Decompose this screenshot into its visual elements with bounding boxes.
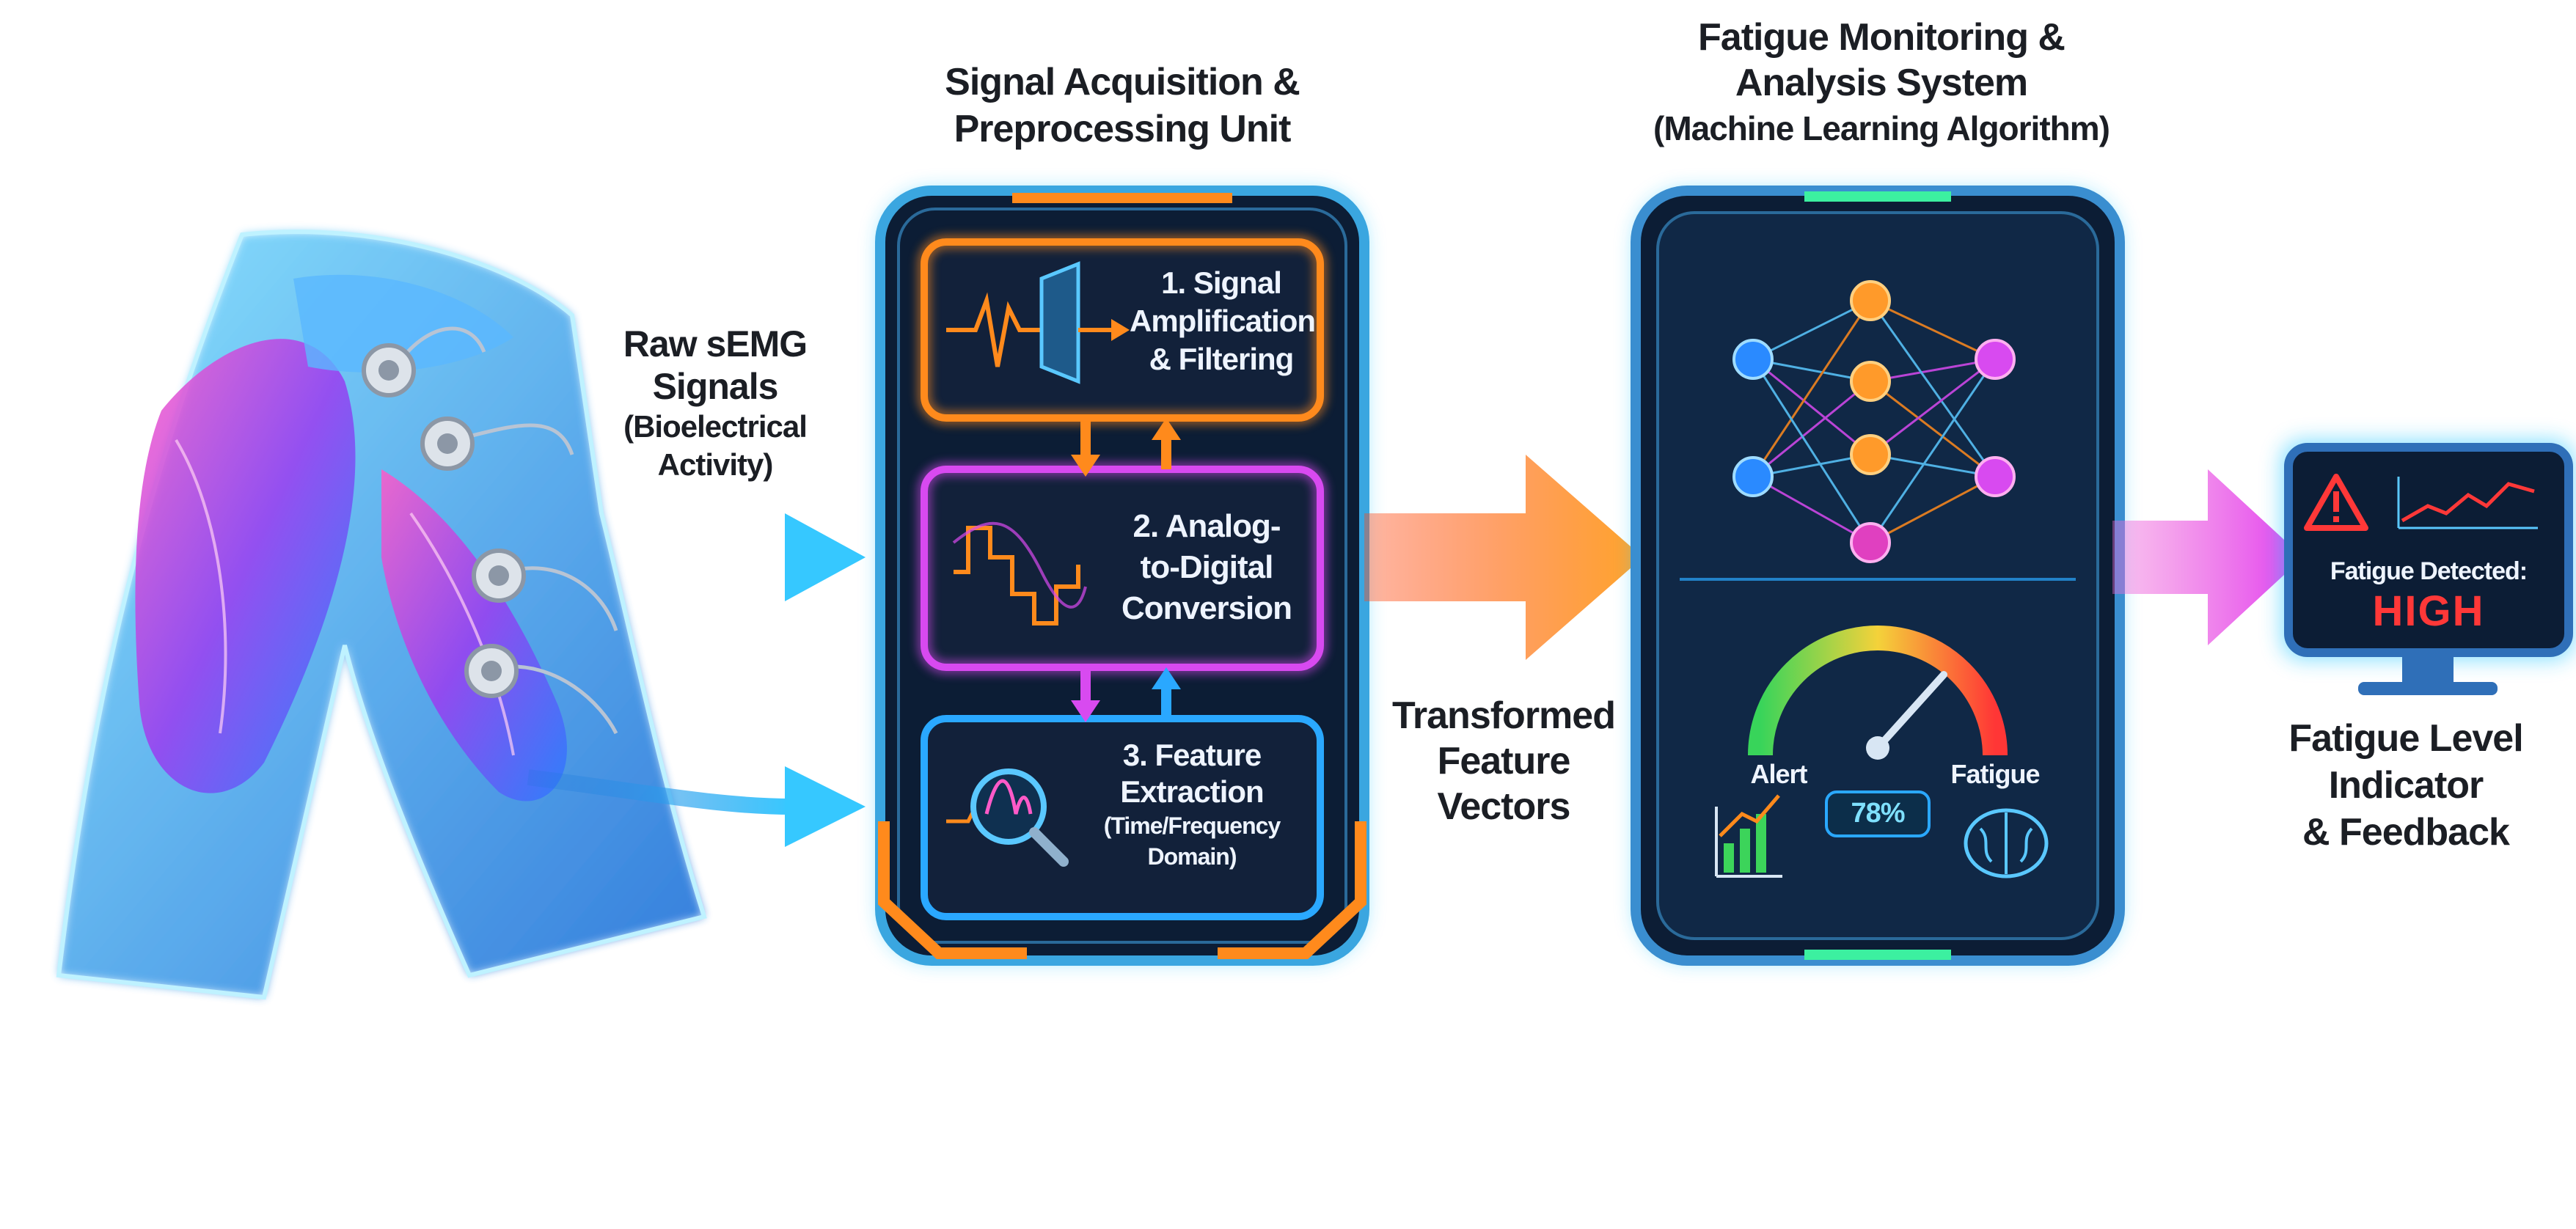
step3-label: 3. Feature Extraction (Time/Frequency Do… bbox=[1071, 737, 1313, 872]
analysis-title-2: Analysis System bbox=[1735, 62, 2028, 104]
trend-line-icon bbox=[2397, 477, 2538, 529]
electrode-sensors bbox=[362, 326, 618, 735]
analysis-title-1: Fatigue Monitoring & bbox=[1698, 16, 2065, 59]
feature-vectors-line-3: Vectors bbox=[1437, 785, 1571, 828]
raw-semg-title-2: Signals bbox=[652, 366, 779, 407]
acquisition-title: Signal Acquisition & Preprocessing Unit bbox=[844, 59, 1401, 153]
step1-line-1: 1. Signal bbox=[1161, 265, 1282, 300]
step3-line-3: (Time/Frequency bbox=[1103, 812, 1281, 839]
waveform-icon bbox=[946, 292, 1042, 367]
acquisition-title-2: Preprocessing Unit bbox=[954, 108, 1292, 150]
step3-line-1: 3. Feature bbox=[1122, 738, 1262, 772]
raw-semg-label: Raw sEMG Signals (Bioelectrical Activity… bbox=[583, 323, 847, 484]
raw-semg-sub-2: Activity) bbox=[657, 447, 774, 482]
step1-line-3: & Filtering bbox=[1149, 342, 1295, 376]
monitor-icon bbox=[2281, 440, 2575, 695]
raw-semg-sub-1: (Bioelectrical bbox=[623, 409, 808, 444]
gauge-value: 78% bbox=[1851, 798, 1905, 829]
output-line-2: Indicator bbox=[2328, 764, 2484, 807]
warning-icon bbox=[2304, 474, 2368, 531]
step3-line-2: Extraction bbox=[1120, 774, 1264, 809]
arm-muscle-illustration bbox=[56, 230, 707, 1000]
step-waveform-icon bbox=[952, 521, 1087, 625]
fatigue-status-value: HIGH bbox=[2372, 587, 2485, 635]
fatigue-status-label: Fatigue Detected: bbox=[2330, 557, 2528, 585]
brain-icon bbox=[1964, 808, 2049, 878]
output-label: Fatigue Level Indicator & Feedback bbox=[2244, 715, 2567, 856]
gauge-icon bbox=[1748, 625, 2008, 760]
output-line-1: Fatigue Level bbox=[2288, 717, 2523, 760]
analysis-title-3: (Machine Learning Algorithm) bbox=[1653, 109, 2110, 147]
output-arrow bbox=[2112, 469, 2303, 645]
step2-label: 2. Analog- to-Digital Conversion bbox=[1100, 506, 1313, 629]
gauge-value-box bbox=[1825, 790, 1931, 837]
raw-signal-arrows bbox=[527, 513, 866, 847]
feature-vectors-label: Transformed Feature Vectors bbox=[1372, 693, 1636, 829]
step2-line-2: to-Digital bbox=[1140, 549, 1274, 585]
step3-line-4: Domain) bbox=[1147, 843, 1237, 870]
gauge-label-alert: Alert bbox=[1750, 759, 1807, 789]
raw-semg-title-1: Raw sEMG bbox=[623, 323, 808, 364]
acquisition-panel bbox=[875, 186, 1369, 966]
step2-line-3: Conversion bbox=[1121, 590, 1292, 626]
step2-line-1: 2. Analog- bbox=[1133, 508, 1281, 544]
bar-chart-icon bbox=[1715, 794, 1782, 878]
output-line-3: & Feedback bbox=[2302, 811, 2510, 854]
analysis-title: Fatigue Monitoring & Analysis System (Ma… bbox=[1592, 15, 2171, 151]
feature-transfer-arrow bbox=[1364, 455, 1643, 660]
acquisition-title-1: Signal Acquisition & bbox=[945, 61, 1300, 103]
feature-vectors-line-1: Transformed bbox=[1392, 694, 1616, 737]
step1-label: 1. Signal Amplification & Filtering bbox=[1130, 264, 1316, 378]
gauge-label-fatigue: Fatigue bbox=[1950, 759, 2040, 789]
analysis-panel bbox=[1631, 186, 2125, 966]
neural-network-icon bbox=[1732, 280, 2016, 563]
magnifier-icon bbox=[946, 768, 1069, 867]
step1-line-2: Amplification bbox=[1130, 304, 1316, 338]
filter-icon bbox=[1039, 261, 1130, 384]
feature-vectors-line-2: Feature bbox=[1437, 740, 1571, 782]
